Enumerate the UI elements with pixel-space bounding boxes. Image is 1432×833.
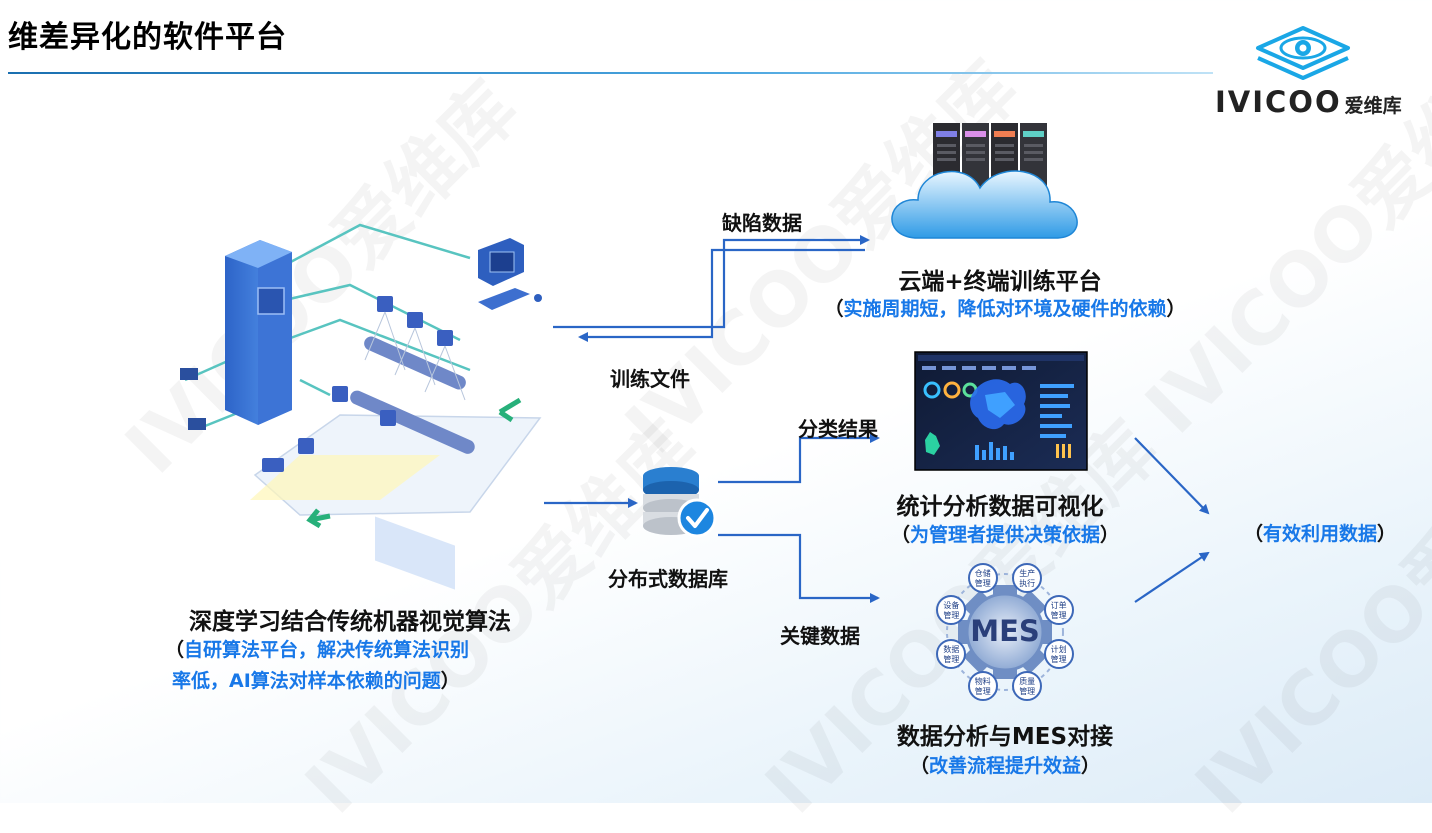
ivicoo-logo-icon bbox=[1256, 26, 1350, 80]
algorithm-desc1-text: 自研算法平台，解决传统算法识别 bbox=[184, 639, 470, 661]
title-divider bbox=[8, 72, 1213, 74]
algorithm-desc-line1: （自研算法平台，解决传统算法识别 bbox=[165, 639, 470, 661]
mes-module-line2: 管理 bbox=[943, 610, 960, 620]
mes-module-line1: 订单 bbox=[1050, 600, 1067, 610]
mes-module-line1: 数据 bbox=[943, 645, 960, 655]
mes-module-line1: 计划 bbox=[1050, 645, 1067, 655]
cloud-desc-text: 实施周期短，降低对环境及硬件的依赖 bbox=[843, 298, 1167, 320]
algorithm-desc-line2: 率低，AI算法对样本依赖的问题） bbox=[172, 670, 460, 692]
mes-module: 订单管理 bbox=[1043, 594, 1074, 625]
mes-module: 设备管理 bbox=[936, 594, 967, 625]
mes-module-line1: 物料 bbox=[974, 676, 991, 686]
mes-module-line2: 管理 bbox=[974, 579, 991, 589]
mes-module-line2: 执行 bbox=[1019, 579, 1036, 589]
effective-desc-text: 有效利用数据 bbox=[1262, 523, 1377, 545]
mes-module-line1: 生产 bbox=[1019, 569, 1036, 579]
page-title: 维差异化的软件平台 bbox=[8, 20, 287, 55]
dashboard-illustration bbox=[914, 351, 1088, 471]
mes-module: 数据管理 bbox=[936, 639, 967, 670]
mes-module-line2: 管理 bbox=[1050, 655, 1067, 665]
database-title: 分布式数据库 bbox=[608, 567, 728, 591]
mes-module: 生产执行 bbox=[1012, 563, 1043, 594]
algorithm-desc2-text: 率低，AI算法对样本依赖的问题 bbox=[172, 670, 441, 692]
label-training-file: 训练文件 bbox=[610, 367, 690, 391]
database-icon bbox=[643, 467, 717, 538]
mes-gear-illustration bbox=[946, 573, 1064, 691]
mes-center-label: MES bbox=[970, 614, 1040, 648]
label-classification-result: 分类结果 bbox=[798, 417, 878, 441]
cloud-title: 云端+终端训练平台 bbox=[898, 269, 1102, 295]
mes-module-line2: 管理 bbox=[1019, 686, 1036, 696]
mes-title: 数据分析与MES对接 bbox=[896, 724, 1114, 750]
diagram-canvas bbox=[180, 123, 1210, 691]
mes-desc-text: 改善流程提升效益 bbox=[928, 755, 1081, 777]
vision-system-illustration bbox=[180, 223, 542, 590]
algorithm-title: 深度学习结合传统机器视觉算法 bbox=[189, 609, 511, 635]
mes-module-line1: 质量 bbox=[1019, 676, 1036, 686]
stats-title: 统计分析数据可视化 bbox=[896, 494, 1104, 520]
flow-connectors bbox=[544, 235, 1210, 603]
logo-brand: IVICOO bbox=[1215, 85, 1342, 119]
mes-module-line1: 设备 bbox=[943, 600, 960, 610]
logo-cn: 爱维库 bbox=[1344, 95, 1402, 117]
label-defect-data: 缺陷数据 bbox=[722, 211, 802, 235]
mes-module-line2: 管理 bbox=[974, 686, 991, 696]
mes-module: 物料管理 bbox=[967, 670, 998, 701]
mes-module-line1: 仓储 bbox=[974, 569, 991, 579]
mes-desc: （改善流程提升效益） bbox=[909, 755, 1101, 777]
mes-module: 计划管理 bbox=[1043, 639, 1074, 670]
stats-desc: （为管理者提供决策依据） bbox=[890, 524, 1120, 546]
stats-desc-text: 为管理者提供决策依据 bbox=[909, 524, 1100, 546]
cloud-desc: （实施周期短，降低对环境及硬件的依赖） bbox=[824, 298, 1186, 320]
mes-module: 仓储管理 bbox=[967, 563, 998, 594]
effective-desc: （有效利用数据） bbox=[1243, 523, 1397, 545]
mes-module-line2: 管理 bbox=[1050, 610, 1067, 620]
cloud-server-illustration bbox=[891, 123, 1078, 239]
label-key-data: 关键数据 bbox=[780, 624, 860, 648]
mes-module: 质量管理 bbox=[1012, 670, 1043, 701]
mes-module-line2: 管理 bbox=[943, 655, 960, 665]
